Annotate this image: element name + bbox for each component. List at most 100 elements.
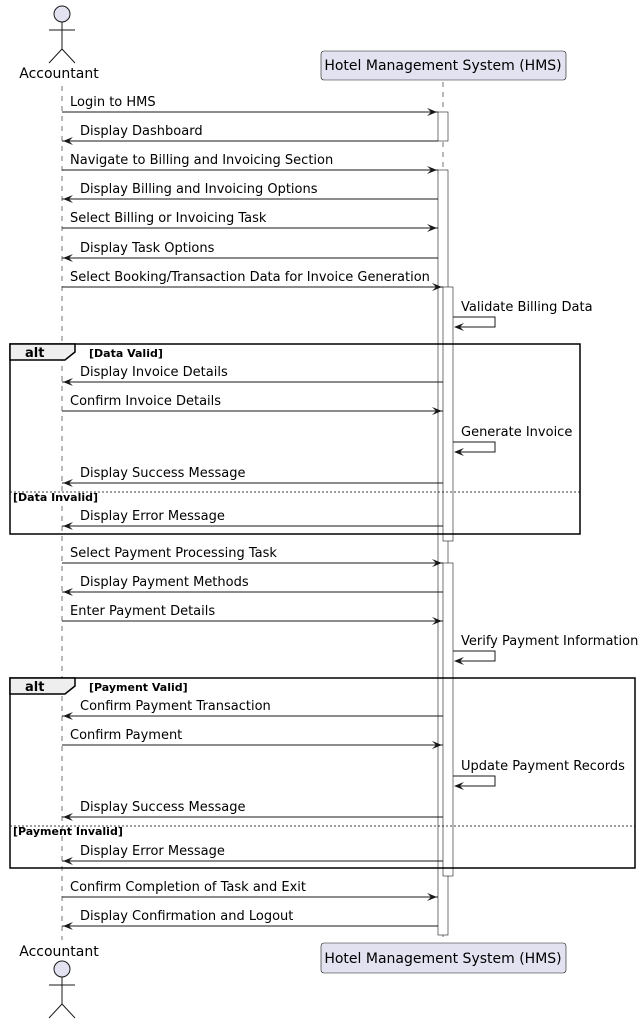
arrowhead — [454, 323, 464, 331]
message-10: Confirm Invoice Details — [62, 394, 443, 415]
fragment-tab — [9, 677, 76, 695]
message-23: Confirm Completion of Task and Exit — [62, 880, 438, 901]
message-label: Display Success Message — [80, 466, 246, 481]
message-24: Display Confirmation and Logout — [62, 909, 438, 930]
participant-bottom: Hotel Management System (HMS) — [320, 942, 567, 974]
message-9: Display Invoice Details — [62, 365, 443, 386]
message-label: Display Success Message — [80, 800, 246, 815]
message-label: Display Dashboard — [80, 124, 203, 139]
self-message-arrow — [453, 775, 496, 787]
message-label: Select Billing or Invoicing Task — [70, 211, 267, 226]
actor-label-top: Accountant — [19, 66, 99, 82]
arrowhead — [63, 479, 73, 487]
arrowhead — [63, 254, 73, 262]
actor-stick-figure-icon — [48, 960, 76, 1019]
message-20: Update Payment Records — [453, 759, 625, 790]
self-message-arrow — [453, 441, 496, 453]
message-label: Verify Payment Information — [461, 634, 638, 649]
message-label: Select Payment Processing Task — [70, 546, 277, 561]
arrowhead — [63, 195, 73, 203]
self-message-arrow — [453, 316, 496, 328]
participant-top: Hotel Management System (HMS) — [320, 50, 567, 81]
arrowhead — [427, 166, 437, 174]
fragment-guard: [Data Valid] — [89, 347, 163, 360]
participant-box-bottom — [320, 942, 567, 974]
arrowhead — [427, 893, 437, 901]
message-label: Generate Invoice — [461, 425, 572, 440]
arrowhead — [432, 741, 442, 749]
activation-bars — [437, 111, 454, 936]
actor-label-bottom: Accountant — [19, 944, 99, 960]
message-label: Confirm Payment — [70, 728, 182, 743]
fragment-frame — [9, 677, 636, 869]
fragment-guard: [Payment Valid] — [89, 681, 188, 694]
message-1: Login to HMS — [62, 95, 438, 116]
message-5: Select Billing or Invoicing Task — [62, 211, 438, 232]
alt-fragment-data: alt [Data Valid] [Data Invalid] — [9, 343, 581, 535]
actor-stick-figure-icon — [48, 5, 76, 64]
message-2: Display Dashboard — [62, 124, 438, 145]
message-label: Display Billing and Invoicing Options — [80, 182, 318, 197]
fragment-operator: alt — [25, 346, 44, 361]
message-7: Select Booking/Transaction Data for Invo… — [62, 270, 443, 291]
else-guard: [Payment Invalid] — [13, 825, 123, 838]
arrowhead — [63, 588, 73, 596]
message-label: Select Booking/Transaction Data for Invo… — [70, 270, 430, 285]
message-21: Display Success Message — [62, 800, 443, 821]
message-label: Enter Payment Details — [70, 604, 215, 619]
arrowhead — [454, 657, 464, 665]
fragment-operator: alt — [25, 680, 44, 695]
message-label: Display Error Message — [80, 509, 225, 524]
alt-fragment-payment: alt [Payment Valid] [Payment Invalid] — [9, 677, 636, 869]
activation-bar — [437, 169, 449, 936]
message-label: Navigate to Billing and Invoicing Sectio… — [70, 153, 333, 168]
fragment-tab — [9, 343, 76, 361]
message-18: Confirm Payment Transaction — [62, 699, 443, 720]
message-14: Select Payment Processing Task — [62, 546, 443, 567]
actor-top: Accountant — [19, 5, 99, 82]
message-19: Confirm Payment — [62, 728, 443, 749]
message-label: Display Error Message — [80, 844, 225, 859]
message-label: Confirm Completion of Task and Exit — [70, 880, 306, 895]
arrowhead — [63, 922, 73, 930]
arrowhead — [427, 224, 437, 232]
message-16: Enter Payment Details — [62, 604, 443, 625]
else-guard: [Data Invalid] — [13, 491, 98, 504]
message-3: Navigate to Billing and Invoicing Sectio… — [62, 153, 438, 174]
message-13: Display Error Message — [62, 509, 443, 530]
message-label: Login to HMS — [70, 95, 156, 110]
arrowhead — [432, 559, 442, 567]
message-label: Update Payment Records — [461, 759, 625, 774]
arrowhead — [63, 378, 73, 386]
arrowhead — [63, 813, 73, 821]
arrowhead — [454, 448, 464, 456]
message-6: Display Task Options — [62, 241, 438, 262]
message-label: Confirm Payment Transaction — [80, 699, 271, 714]
arrowhead — [63, 137, 73, 145]
message-4: Display Billing and Invoicing Options — [62, 182, 438, 203]
message-12: Display Success Message — [62, 466, 443, 487]
self-message-arrow — [453, 650, 496, 662]
arrowhead — [63, 857, 73, 865]
message-label: Display Invoice Details — [80, 365, 228, 380]
message-17: Verify Payment Information — [453, 634, 638, 665]
activation-bar — [437, 111, 449, 142]
arrowhead — [427, 108, 437, 116]
arrowhead — [454, 782, 464, 790]
message-label: Display Task Options — [80, 241, 215, 256]
arrowhead — [432, 617, 442, 625]
actor-bottom: Accountant — [19, 944, 99, 1019]
message-label: Validate Billing Data — [461, 300, 593, 315]
message-label: Display Payment Methods — [80, 575, 249, 590]
arrowhead — [63, 712, 73, 720]
arrowhead — [432, 407, 442, 415]
message-22: Display Error Message — [62, 844, 443, 865]
arrowhead — [63, 522, 73, 530]
message-label: Confirm Invoice Details — [70, 394, 221, 409]
activation-bar — [442, 562, 454, 877]
message-11: Generate Invoice — [453, 425, 572, 456]
message-label: Display Confirmation and Logout — [80, 909, 293, 924]
message-8: Validate Billing Data — [453, 300, 593, 331]
